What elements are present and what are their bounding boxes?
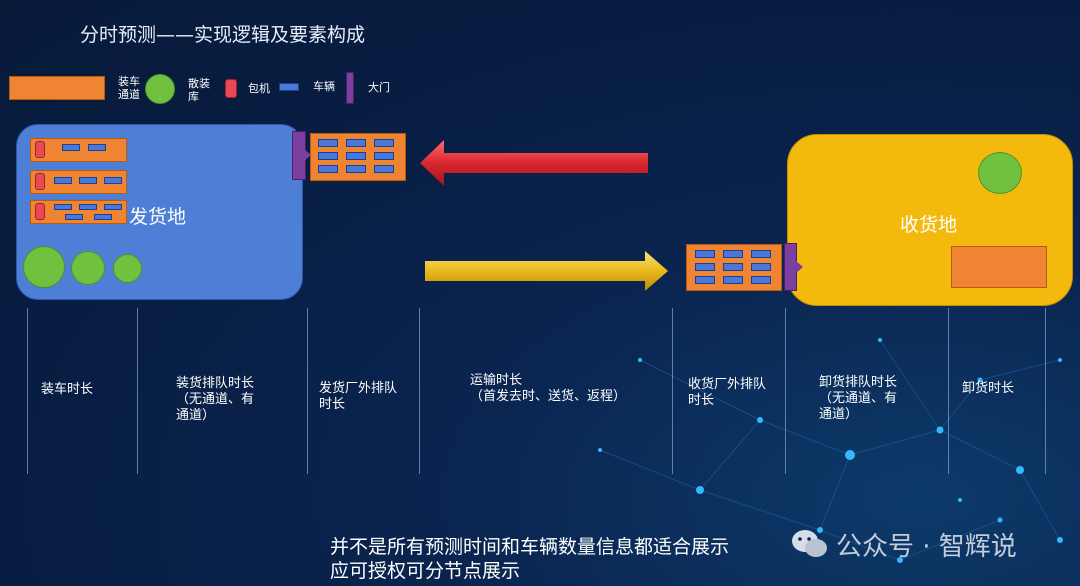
vehicle-icon xyxy=(751,250,771,258)
vehicle-icon xyxy=(318,139,338,147)
timeline-divider xyxy=(137,308,138,474)
footer-note: 并不是所有预测时间和车辆数量信息都适合展示 应可授权可分节点展示 xyxy=(330,536,730,582)
legend-gate-label: 大门 xyxy=(368,81,390,94)
legend-warehouse-label: 散装 库 xyxy=(188,77,210,103)
vehicle-icon xyxy=(346,165,366,173)
vehicle-icon xyxy=(374,139,394,147)
legend-package-icon xyxy=(225,79,237,98)
vehicle-icon xyxy=(318,165,338,173)
vehicle-icon xyxy=(104,177,122,184)
vehicle-icon xyxy=(54,204,72,210)
timeline-label-loading: 装车时长 xyxy=(41,382,94,397)
legend-vehicle-icon xyxy=(279,83,299,91)
timeline-label-transport: 运输时长 （首发去时、送货、返程） xyxy=(470,373,627,404)
vehicle-icon xyxy=(723,263,743,271)
timeline-divider xyxy=(785,308,786,474)
timeline-label-unloading-queue: 卸货排队时长 （无通道、有 通道） xyxy=(819,375,898,422)
page-title: 分时预测——实现逻辑及要素构成 xyxy=(80,24,366,46)
vehicle-icon xyxy=(54,177,72,184)
timeline-label-unloading: 卸货时长 xyxy=(962,381,1015,396)
timeline-divider xyxy=(1045,308,1046,474)
outbound-arrow xyxy=(425,251,668,291)
unloading-channel xyxy=(951,246,1047,288)
timeline-label-receive-outside-queue: 收货厂外排队 时长 xyxy=(688,377,767,408)
legend-channel-swatch xyxy=(9,76,105,100)
vehicle-icon xyxy=(88,144,106,151)
vehicle-icon xyxy=(695,276,715,284)
vehicle-icon xyxy=(65,214,83,220)
package-icon xyxy=(35,173,45,190)
timeline-divider xyxy=(672,308,673,474)
vehicle-icon xyxy=(94,214,112,220)
warehouse-icon xyxy=(978,152,1022,194)
vehicle-icon xyxy=(104,204,122,210)
vehicle-icon xyxy=(723,276,743,284)
receive-region-label: 收货地 xyxy=(900,214,958,236)
vehicle-icon xyxy=(79,177,97,184)
vehicle-icon xyxy=(318,152,338,160)
gate-arrow-icon xyxy=(303,148,311,162)
vehicle-icon xyxy=(695,263,715,271)
wechat-icon xyxy=(792,530,827,557)
vehicle-icon xyxy=(751,276,771,284)
send-region-label: 发货地 xyxy=(129,206,187,228)
watermark-text: 公众号 · 智辉说 xyxy=(836,532,1017,562)
timeline-divider xyxy=(419,308,420,474)
warehouse-icon xyxy=(71,251,105,285)
vehicle-icon xyxy=(695,250,715,258)
legend-channel-label: 装车 通道 xyxy=(118,75,140,101)
timeline-divider xyxy=(27,308,28,474)
package-icon xyxy=(35,203,45,220)
vehicle-icon xyxy=(751,263,771,271)
return-arrow xyxy=(420,140,648,186)
legend-package-label: 包机 xyxy=(248,82,270,95)
vehicle-icon xyxy=(374,165,394,173)
vehicle-icon xyxy=(723,250,743,258)
vehicle-icon xyxy=(62,144,80,151)
timeline-divider xyxy=(307,308,308,474)
vehicle-icon xyxy=(374,152,394,160)
timeline-label-send-outside-queue: 发货厂外排队 时长 xyxy=(319,381,398,412)
timeline-divider xyxy=(948,308,949,474)
gate-arrow-icon xyxy=(795,260,803,274)
warehouse-icon xyxy=(113,254,142,283)
vehicle-icon xyxy=(346,139,366,147)
legend-warehouse-icon xyxy=(145,74,175,104)
package-icon xyxy=(35,141,45,158)
legend-gate-icon xyxy=(346,72,354,104)
warehouse-icon xyxy=(23,246,65,288)
vehicle-icon xyxy=(346,152,366,160)
legend-vehicle-label: 车辆 xyxy=(313,80,335,93)
vehicle-icon xyxy=(79,204,97,210)
timeline-label-loading-queue: 装货排队时长 （无通道、有 通道） xyxy=(176,376,255,423)
